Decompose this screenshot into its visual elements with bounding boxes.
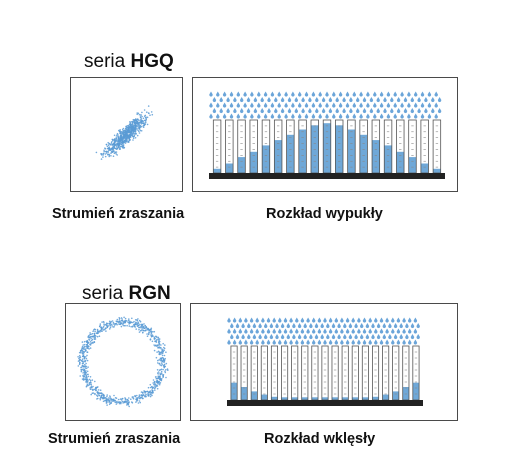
series-code: RGN <box>128 283 171 304</box>
convex-distribution-graphic <box>209 91 445 179</box>
collection-tubes <box>212 119 442 174</box>
series-prefix: seria <box>84 51 126 72</box>
series-code: HGQ <box>130 51 174 72</box>
series-prefix: seria <box>82 283 124 304</box>
concave-distribution-graphic <box>227 317 423 406</box>
water-droplets <box>209 91 442 119</box>
tube-base-bar <box>209 173 445 179</box>
water-droplets <box>227 317 420 345</box>
distribution-panel-convex <box>192 77 458 192</box>
distribution-drawing <box>227 317 423 406</box>
distribution-drawing <box>209 91 445 179</box>
spray-pattern-panel-hgq <box>70 77 183 192</box>
series-title-hgq: seria HGQ <box>84 51 174 73</box>
spray-dots <box>77 316 169 408</box>
spray-pattern-panel-rgn <box>65 303 181 421</box>
spray-dots <box>95 105 154 160</box>
tube-base-bar <box>227 400 423 406</box>
spray-ellipse-graphic <box>95 105 154 160</box>
distribution-panel-concave <box>190 303 458 421</box>
collection-tubes <box>230 345 420 401</box>
spray-caption-hgq: Strumień zraszania <box>52 206 185 222</box>
distribution-caption-convex: Rozkład wypukły <box>266 206 383 222</box>
distribution-caption-concave: Rozkład wklęsły <box>264 431 376 447</box>
spray-ring-graphic <box>77 316 169 408</box>
spray-caption-rgn: Strumień zraszania <box>48 431 181 447</box>
series-title-rgn: seria RGN <box>82 283 171 305</box>
